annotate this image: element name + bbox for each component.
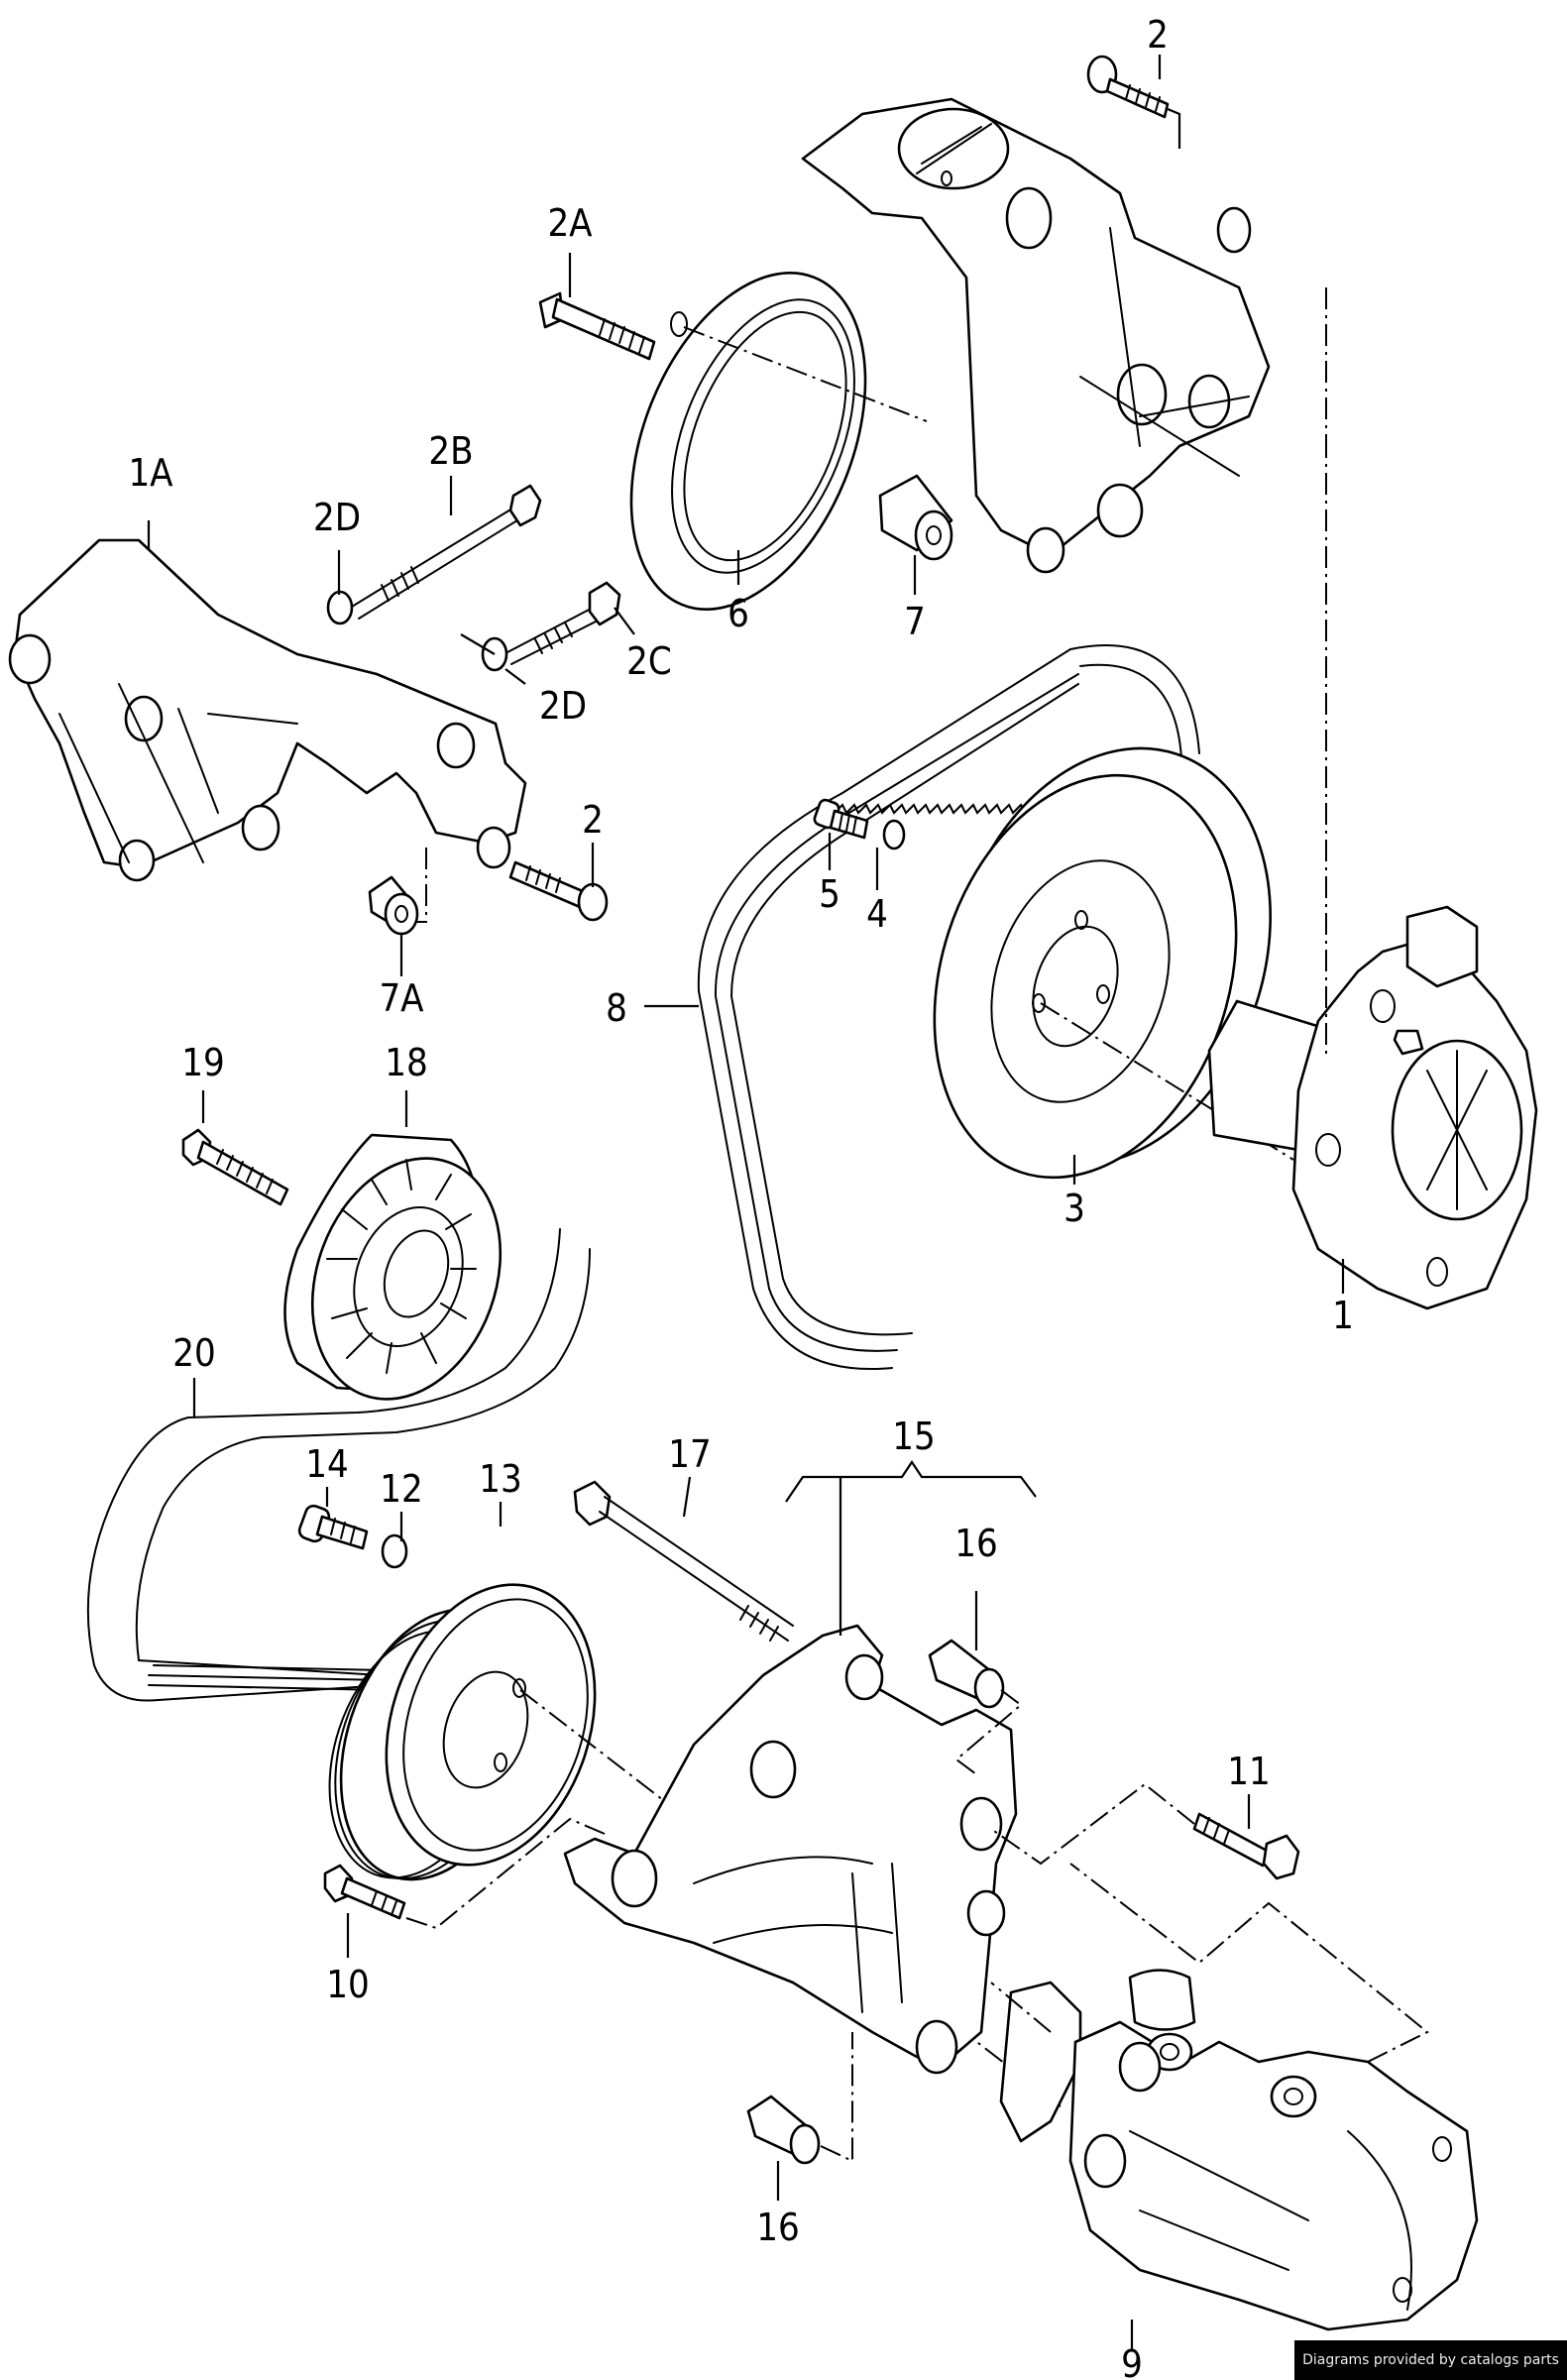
bolt-5[interactable] [813,798,869,840]
spacer-16-upper[interactable] [928,1639,1005,1709]
callout-19[interactable]: 19 [181,1041,225,1084]
bolt-11[interactable] [1192,1812,1300,1880]
callout-17[interactable]: 17 [668,1432,712,1476]
bolt-17[interactable] [573,1480,794,1642]
callout-2D-upper[interactable]: 2D [313,496,361,539]
callout-5[interactable]: 5 [819,872,840,916]
idler-pulley-6[interactable] [586,239,911,644]
callout-8[interactable]: 8 [606,986,627,1030]
power-steering-pump-9[interactable] [999,1969,1479,2331]
bolt-2A[interactable] [538,291,656,361]
lower-mounting-bracket-15[interactable] [563,1624,1018,2075]
washer-12[interactable] [381,1533,408,1569]
callout-2-mid[interactable]: 2 [582,798,604,842]
pulley-3[interactable] [885,707,1322,1217]
callout-20[interactable]: 20 [172,1331,216,1375]
callout-1[interactable]: 1 [1332,1294,1354,1337]
callout-2C[interactable]: 2C [626,639,672,683]
bolt-10[interactable] [323,1864,406,1920]
washer-2D-upper[interactable] [326,590,354,625]
power-steering-pump-1[interactable] [1207,905,1538,1310]
callout-2B[interactable]: 2B [428,429,473,473]
drive-belt-20[interactable] [86,1228,591,1702]
tensioner-pulley-18[interactable] [280,1132,533,1425]
washer-4[interactable] [882,819,906,850]
callout-13[interactable]: 13 [479,1457,522,1501]
callout-11[interactable]: 11 [1227,1750,1271,1793]
callout-18[interactable]: 18 [385,1041,428,1084]
bolt-2B[interactable] [351,484,542,620]
callout-14[interactable]: 14 [305,1442,349,1486]
callout-2A[interactable]: 2A [547,201,593,245]
drive-belt-8[interactable] [697,644,1200,1370]
callout-16-lower[interactable]: 16 [756,2206,800,2249]
bolt-2-top[interactable] [1086,55,1170,119]
spacer-7[interactable] [878,474,953,561]
callout-7A[interactable]: 7A [379,976,424,1020]
spacer-16-lower[interactable] [746,2095,821,2165]
bolt-14[interactable] [297,1504,369,1550]
callout-12[interactable]: 12 [380,1467,423,1511]
spacer-7A[interactable] [368,875,419,936]
pulley-13[interactable] [299,1557,628,1904]
bolt-2-mid[interactable] [508,860,609,922]
callout-15[interactable]: 15 [892,1415,936,1458]
callout-3[interactable]: 3 [1063,1187,1085,1230]
callout-16-upper[interactable]: 16 [954,1522,998,1565]
callout-10[interactable]: 10 [326,1963,370,2006]
leader-lines [147,55,1345,2349]
callout-1A[interactable]: 1A [128,451,173,495]
bolt-2C[interactable] [506,581,621,665]
callout-4[interactable]: 4 [866,892,888,936]
callout-6[interactable]: 6 [728,592,749,635]
credit-banner: Diagrams provided by catalogs parts [1294,2340,1567,2380]
callout-2D-lower[interactable]: 2D [539,684,587,728]
upper-mounting-bracket[interactable] [801,97,1271,574]
bracket-1A[interactable] [8,538,527,882]
callout-2-top[interactable]: 2 [1147,13,1169,57]
callout-9[interactable]: 9 [1121,2342,1143,2380]
callout-labels: 2 2A 1A 2B 2D 2C 2D 2 7A 6 7 8 5 4 3 1 1… [128,13,1353,2380]
callout-7[interactable]: 7 [904,600,926,643]
bolt-19[interactable] [181,1128,289,1206]
